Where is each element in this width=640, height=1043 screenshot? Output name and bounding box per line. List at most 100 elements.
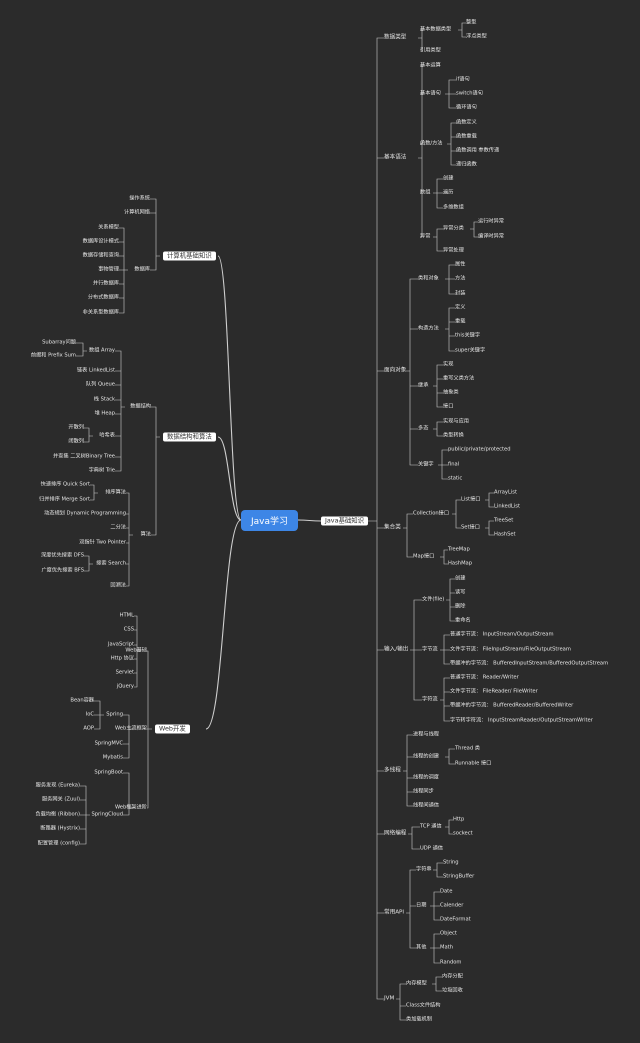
node-left-cs-db-items-1[interactable]: 数据库设计模式 (82, 238, 119, 245)
node-right-func[interactable]: 函数/方法 (420, 140, 443, 147)
node-right-kw-items-0[interactable]: public/private/protected (448, 446, 511, 453)
node-left-web-cloud-items-2[interactable]: 负载均衡 (Ribbon) (35, 811, 80, 818)
node-right-inh-items-2[interactable]: 抽象类 (443, 389, 459, 396)
node-right-mem-items-1[interactable]: 垃圾回收 (442, 987, 463, 994)
node-left-cs-os[interactable]: 操作系统 (129, 195, 150, 202)
node-left-ds-tree[interactable]: 并查集 二叉树Binary Tree (53, 453, 115, 460)
node-right-syntax[interactable]: 基本语法 (384, 154, 407, 161)
node-branches-web[interactable]: Web开发 (155, 724, 190, 734)
node-right-set-items-1[interactable]: HashSet (494, 531, 516, 538)
node-right-str-items-1[interactable]: StringBuffer (443, 873, 475, 880)
node-right-ref[interactable]: 引用类型 (420, 47, 441, 54)
node-right-set-items-0[interactable]: TreeSet (494, 517, 514, 524)
node-right-exc-cls[interactable]: 异常分类 (443, 225, 464, 232)
node-right-exc[interactable]: 异常 (420, 233, 431, 240)
node-right-udp[interactable]: UDP 通信 (420, 845, 443, 852)
node-right-file-items-3[interactable]: 重命名 (455, 617, 471, 624)
node-right-ctor-items-0[interactable]: 定义 (455, 304, 466, 311)
node-right-func-items-2[interactable]: 函数调用 参数传递 (456, 147, 500, 154)
node-left-web-spring-items-1[interactable]: IoC (85, 711, 94, 718)
node-right-exc-handle[interactable]: 异常处理 (443, 247, 464, 254)
node-right-cstream-items-3[interactable]: 字节转字符流： InputStreamReader/OutputStreamWr… (450, 717, 593, 724)
node-left-ds-sort-items-0[interactable]: 快速排序 Quick Sort (40, 481, 90, 488)
node-right-tcp-items-1[interactable]: sockect (453, 830, 473, 837)
node-right-date[interactable]: 日期 (416, 902, 427, 909)
node-left-cs-db-items-2[interactable]: 数据存储和查询 (82, 252, 119, 259)
node-right-mt-items-3[interactable]: 线程同步 (413, 788, 434, 795)
node-right-mt[interactable]: 多线程 (384, 767, 401, 774)
node-right-bstream-items-0[interactable]: 普通字节流： InputStream/OutputStream (450, 631, 554, 638)
node-right-date-items-0[interactable]: Date (440, 888, 453, 895)
node-right-bstream-items-2[interactable]: 带缓冲的字节流： BufferedInputStream/BufferedOut… (450, 660, 609, 667)
node-right-func-items-1[interactable]: 函数重载 (456, 133, 477, 140)
node-left-cs-net[interactable]: 计算机网络 (124, 209, 150, 216)
node-right-inh-items-3[interactable]: 接口 (443, 403, 454, 410)
node-right-arr[interactable]: 数组 (420, 189, 431, 196)
node-right-func-items-3[interactable]: 递归函数 (456, 161, 477, 168)
node-right-cls-items-2[interactable]: 封装 (455, 290, 466, 297)
node-left-ds-ds[interactable]: 数据结构 (130, 403, 151, 410)
node-right-other-items-2[interactable]: Random (440, 959, 462, 966)
node-right-poly[interactable]: 多态 (418, 425, 429, 432)
node-right-inh[interactable]: 继承 (418, 382, 429, 389)
node-left-web-mybatis[interactable]: Mybatis (102, 754, 123, 761)
node-right-mem-items-0[interactable]: 内存分配 (442, 973, 463, 980)
node-right-io[interactable]: 输入/输出 (384, 646, 409, 653)
node-left-ds-dp[interactable]: 动态规划 Dynamic Programming (44, 510, 126, 517)
node-right-dtype[interactable]: 数据类型 (384, 34, 407, 41)
node-right-other-items-1[interactable]: Math (440, 944, 453, 951)
node-right-arr-items-1[interactable]: 遍历 (443, 189, 454, 196)
node-left-ds-queue[interactable]: 队列 Queue (85, 381, 115, 388)
node-left-ds-array-items-1[interactable]: 前缀和 Prefix Sum (30, 352, 76, 359)
node-right-list[interactable]: List接口 (461, 496, 481, 503)
node-right-thread-items-1[interactable]: Runnable 接口 (455, 760, 492, 767)
node-left-web-spring-items-2[interactable]: AOP (83, 725, 94, 732)
node-left-ds-twoptr[interactable]: 双指针 Two Pointer (79, 539, 126, 546)
node-right-stmt-items-1[interactable]: switch语句 (456, 90, 483, 97)
node-left-ds-hash[interactable]: 哈希表 (99, 432, 115, 439)
node-left-web-cloud-items-4[interactable]: 配置管理 (config) (37, 840, 80, 847)
node-right-cstream-items-1[interactable]: 文件字节流： FileReader/ FileWriter (450, 688, 538, 695)
node-right-stmt-items-2[interactable]: 循环语句 (456, 104, 477, 111)
node-right-op[interactable]: 基本运算 (420, 62, 441, 69)
node-right-ctor-items-2[interactable]: this关键字 (455, 332, 481, 339)
node-left-cs-db-items-6[interactable]: 非关系型数据库 (82, 309, 119, 316)
node-right-poly-items-1[interactable]: 类型转换 (443, 432, 464, 439)
node-right-str-items-0[interactable]: String (443, 859, 459, 866)
node-right-cls-items-0[interactable]: 属性 (455, 261, 466, 268)
node-right-ctor-items-1[interactable]: 重载 (455, 318, 466, 325)
node-left-ds-back[interactable]: 回溯法 (110, 582, 126, 589)
node-right-mt-items-0[interactable]: 进程与线程 (413, 731, 439, 738)
node-left-ds-sort[interactable]: 排序算法 (105, 489, 126, 496)
node-left-cs-db[interactable]: 数据库 (134, 266, 150, 273)
node-right-clsfile[interactable]: Class文件结构 (406, 1002, 441, 1009)
node-right-int[interactable]: 整型 (466, 19, 477, 26)
node-left-ds-sort-items-1[interactable]: 归并排序 Merge Sort (39, 496, 90, 503)
node-left-web-cloud-items-3[interactable]: 断路器 (Hystrix) (40, 825, 80, 832)
node-right-cstream-items-2[interactable]: 带缓冲的字节流： BufferedReader/BufferedWriter (450, 702, 574, 709)
node-right-set[interactable]: Set接口 (461, 524, 480, 531)
node-left-cs-db-items-0[interactable]: 关系模型 (98, 224, 119, 231)
node-left-ds-hash-items-0[interactable]: 开散列 (68, 424, 84, 431)
node-right-exc-cls-items-1[interactable]: 编译时异常 (478, 233, 504, 240)
node-right-map-items-1[interactable]: HashMap (448, 560, 473, 567)
node-right-float[interactable]: 浮点类型 (466, 33, 487, 40)
node-right-basic-type[interactable]: 基本数据类型 (420, 26, 452, 33)
node-right-other[interactable]: 其他 (416, 944, 427, 951)
node-left-web-base-items-0[interactable]: HTML (119, 612, 134, 619)
node-left-ds-algo[interactable]: 算法 (140, 531, 151, 538)
node-right-list-items-1[interactable]: LinkedList (494, 503, 520, 510)
node-right-map[interactable]: Map接口 (413, 553, 435, 560)
node-left-ds-stack[interactable]: 栈 Stack (93, 396, 115, 403)
node-right-mt-items-1[interactable]: 线程的创建 (413, 753, 439, 760)
node-left-ds-array[interactable]: 数组 Array (89, 347, 115, 354)
node-right-thread-items-0[interactable]: Thread 类 (455, 745, 480, 752)
node-left-web-cloud-items-0[interactable]: 服务发现 (Eureka) (35, 782, 80, 789)
node-left-cs-db-items-4[interactable]: 并行数据库 (93, 280, 119, 287)
node-left-cs-db-items-3[interactable]: 事物管理 (98, 266, 119, 273)
node-right-file-items-1[interactable]: 读写 (455, 589, 466, 596)
node-left-web-mvc[interactable]: SpringMVC (94, 740, 123, 747)
node-left-web-boot[interactable]: SpringBoot (94, 769, 123, 776)
node-left-web-cloud[interactable]: SpringCloud (91, 811, 123, 818)
node-left-web-base-items-1[interactable]: CSS (123, 626, 134, 633)
